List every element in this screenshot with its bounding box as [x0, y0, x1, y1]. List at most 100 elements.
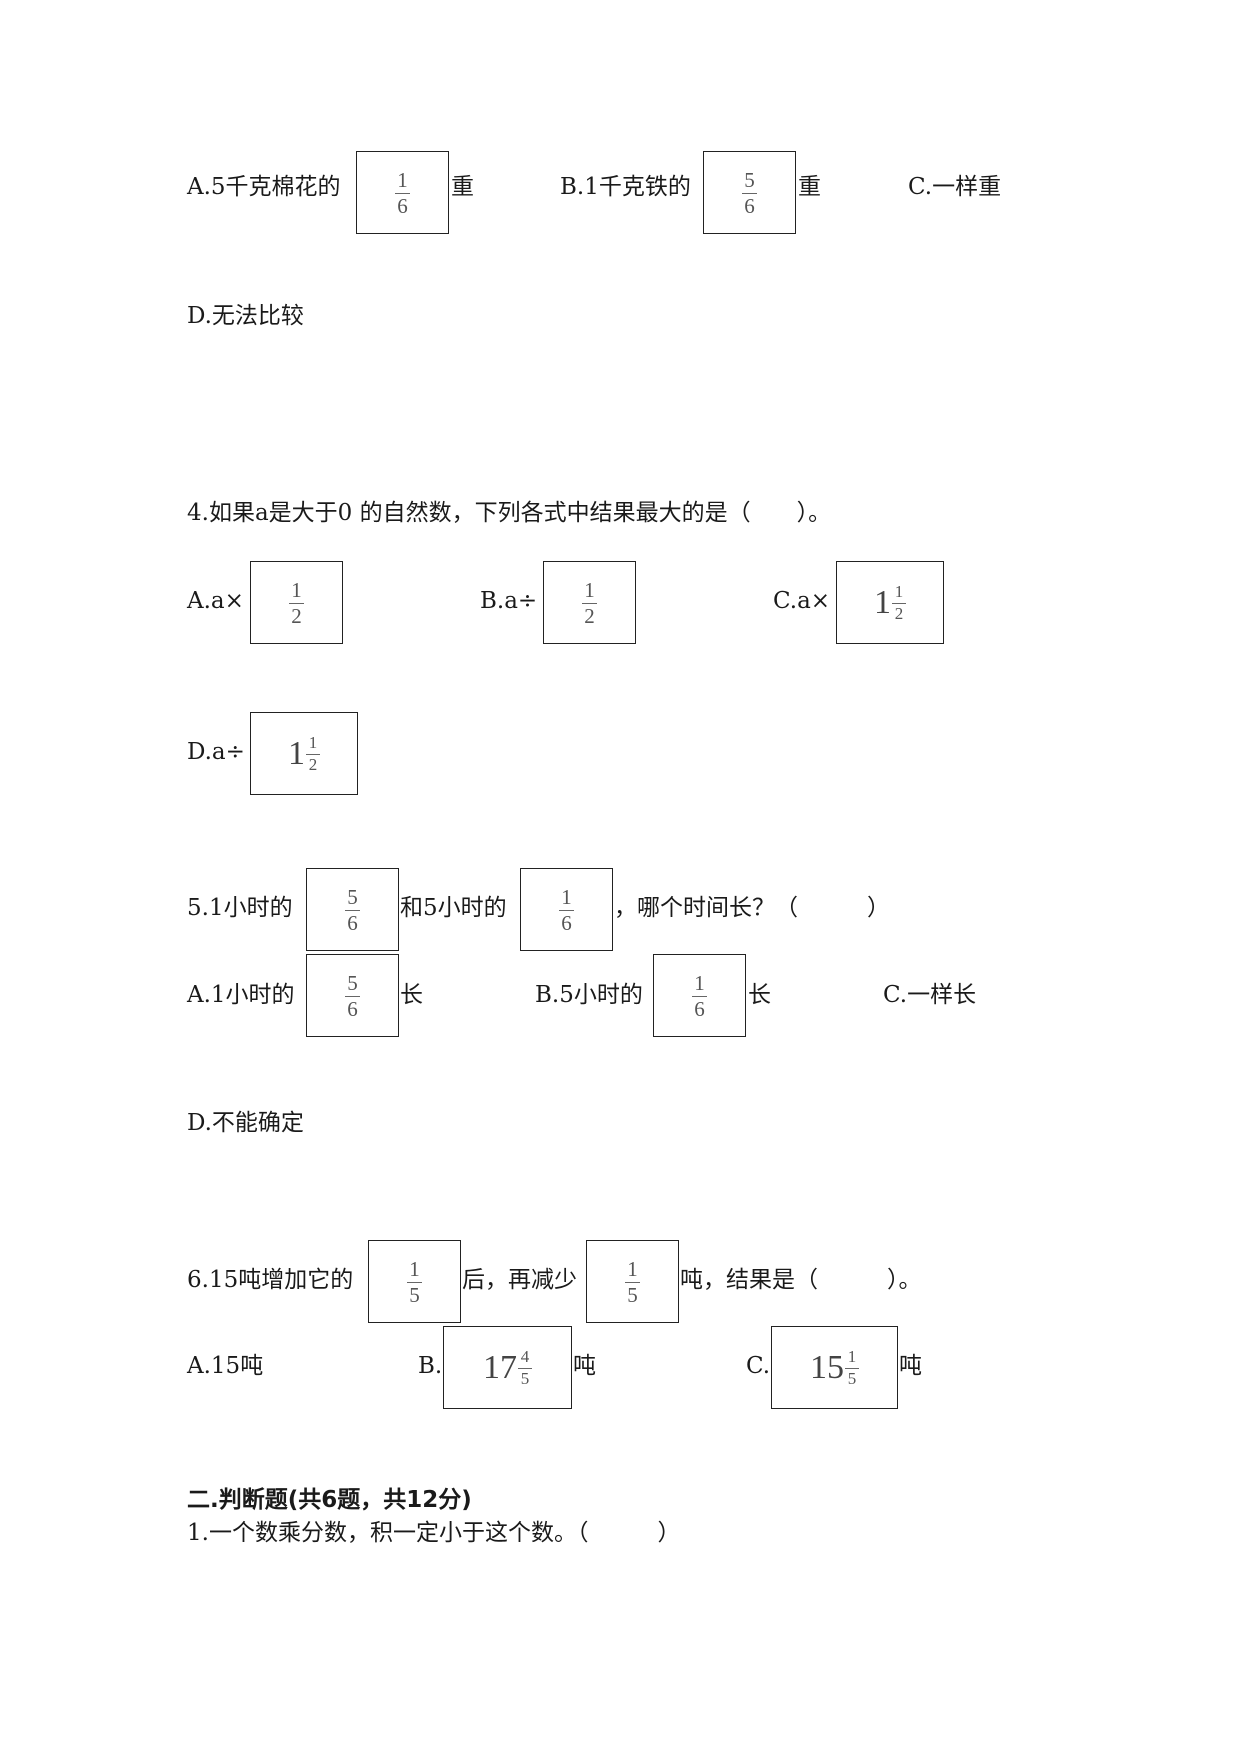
whole-part: 1	[874, 583, 891, 621]
numerator: 1	[308, 732, 318, 752]
q6-option-b-suffix: 吨	[573, 1353, 596, 1379]
numerator: 5	[347, 884, 358, 909]
q6-stem-prefix: 6.15吨增加它的	[187, 1267, 354, 1293]
whole-part: 15	[810, 1348, 844, 1386]
numerator: 1	[584, 577, 595, 602]
numerator: 1	[627, 1256, 638, 1281]
denominator: 5	[409, 1282, 420, 1307]
q4-option-a-prefix: A.a×	[187, 588, 244, 614]
q4-option-d-prefix: D.a÷	[187, 739, 245, 765]
denominator: 6	[347, 910, 358, 935]
denominator: 5	[520, 1368, 530, 1388]
q3-option-a-suffix: 重	[451, 174, 474, 200]
q5-stem-middle: 和5小时的	[400, 895, 507, 921]
fraction-bar	[345, 995, 360, 997]
q5-stem-prefix: 5.1小时的	[187, 895, 293, 921]
q4-option-c-prefix: C.a×	[773, 588, 831, 614]
fraction-bar	[395, 192, 410, 194]
q5-option-a-suffix: 长	[400, 982, 423, 1008]
fraction-bar	[845, 1367, 859, 1369]
numerator: 1	[409, 1256, 420, 1281]
q5-option-a-prefix: A.1小时的	[187, 982, 295, 1008]
numerator: 5	[744, 167, 755, 192]
q6-stem-middle: 后，再减少	[462, 1267, 577, 1293]
fraction-bar	[692, 995, 707, 997]
fraction-bar	[625, 1281, 640, 1283]
q3-option-b-suffix: 重	[798, 174, 821, 200]
q5-option-b-suffix: 长	[748, 982, 771, 1008]
numerator: 4	[520, 1346, 530, 1366]
numerator: 1	[847, 1346, 857, 1366]
denominator: 6	[347, 996, 358, 1021]
fraction-bar	[407, 1281, 422, 1283]
fraction-bar	[345, 909, 360, 911]
numerator: 5	[347, 970, 358, 995]
fraction-bar	[518, 1367, 532, 1369]
q6-option-c-suffix: 吨	[899, 1353, 922, 1379]
fraction-bar	[742, 192, 757, 194]
denominator: 2	[291, 603, 302, 628]
q4-stem: 4.如果a是大于0 的自然数，下列各式中结果最大的是（ ）。	[187, 500, 832, 526]
fraction-bar	[892, 602, 906, 604]
section-heading: 二.判断题(共6题，共12分)	[187, 1487, 472, 1513]
q4-option-b-prefix: B.a÷	[480, 588, 538, 614]
q6-stem-suffix: 吨，结果是（ ）。	[680, 1267, 922, 1293]
fraction-bar	[559, 909, 574, 911]
q3-option-b-prefix: B.1千克铁的	[560, 174, 691, 200]
denominator: 2	[308, 754, 318, 774]
denominator: 6	[744, 193, 755, 218]
q3-option-a-prefix: A.5千克棉花的	[187, 174, 341, 200]
whole-part: 17	[483, 1348, 517, 1386]
denominator: 2	[584, 603, 595, 628]
denominator: 6	[561, 910, 572, 935]
denominator: 5	[627, 1282, 638, 1307]
judgment-question-1: 1.一个数乘分数，积一定小于这个数。（ ）	[187, 1520, 681, 1546]
q5-option-d: D.不能确定	[187, 1110, 304, 1136]
denominator: 6	[397, 193, 408, 218]
numerator: 1	[694, 970, 705, 995]
denominator: 5	[847, 1368, 857, 1388]
q5-option-c: C.一样长	[883, 982, 977, 1008]
q5-option-b-prefix: B.5小时的	[535, 982, 643, 1008]
q5-stem-suffix: ，哪个时间长？（ ）	[614, 895, 890, 921]
q6-option-c-prefix: C.	[746, 1353, 771, 1379]
numerator: 1	[291, 577, 302, 602]
q3-option-d: D.无法比较	[187, 303, 304, 329]
numerator: 1	[397, 167, 408, 192]
fraction-bar	[582, 602, 597, 604]
whole-part: 1	[288, 734, 305, 772]
q3-option-c: C.一样重	[908, 174, 1002, 200]
fraction-bar	[306, 753, 320, 755]
numerator: 1	[561, 884, 572, 909]
denominator: 6	[694, 996, 705, 1021]
denominator: 2	[894, 603, 904, 623]
